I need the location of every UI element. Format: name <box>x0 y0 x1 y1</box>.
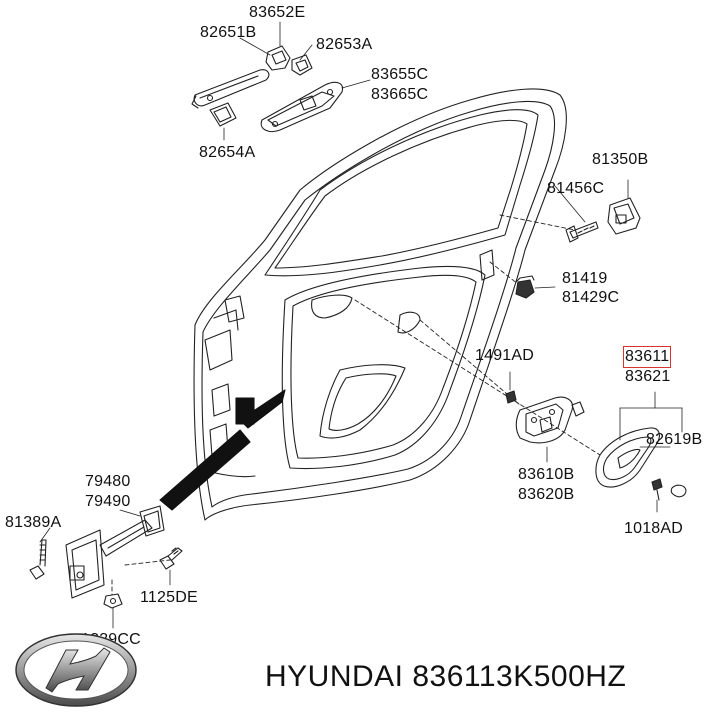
inside-handle-base <box>505 371 585 444</box>
label-83652E: 83652E <box>249 4 306 21</box>
label-leaders <box>39 37 671 543</box>
part-number: 836113K500HZ <box>412 660 627 693</box>
label-79490: 79490 <box>85 493 131 510</box>
label-79480: 79480 <box>85 473 131 490</box>
hyundai-logo <box>15 633 137 707</box>
label-81419: 81419 <box>562 270 608 287</box>
label-81350B: 81350B <box>592 151 649 168</box>
door-check-parts <box>29 505 183 629</box>
outside-handle-parts <box>191 21 371 141</box>
striker-parts <box>565 179 641 243</box>
label-83621: 83621 <box>625 368 671 385</box>
label-81456C: 81456C <box>547 180 605 197</box>
brand-name: HYUNDAI <box>265 660 404 693</box>
label-1491AD: 1491AD <box>475 347 535 364</box>
label-82654A: 82654A <box>199 144 256 161</box>
label-81389A: 81389A <box>5 514 62 531</box>
clip-part <box>515 275 535 299</box>
label-1018AD: 1018AD <box>624 520 684 537</box>
label-83620B: 83620B <box>518 486 575 503</box>
label-83665C: 83665C <box>371 86 429 103</box>
label-82619B: 82619B <box>646 431 703 448</box>
inside-handle-83611 <box>595 391 687 501</box>
label-82651B: 82651B <box>200 24 257 41</box>
label-82653A: 82653A <box>316 36 373 53</box>
label-83655C: 83655C <box>371 66 429 83</box>
label-81429C: 81429C <box>562 289 620 306</box>
label-83611-highlighted: 83611 <box>622 346 672 368</box>
door-check-arrow <box>159 389 286 511</box>
callout-lines <box>111 214 601 596</box>
label-1125DE: 1125DE <box>140 589 198 606</box>
label-83610B: 83610B <box>518 466 575 483</box>
footer-brand-partnumber: HYUNDAI 836113K500HZ <box>265 660 626 694</box>
